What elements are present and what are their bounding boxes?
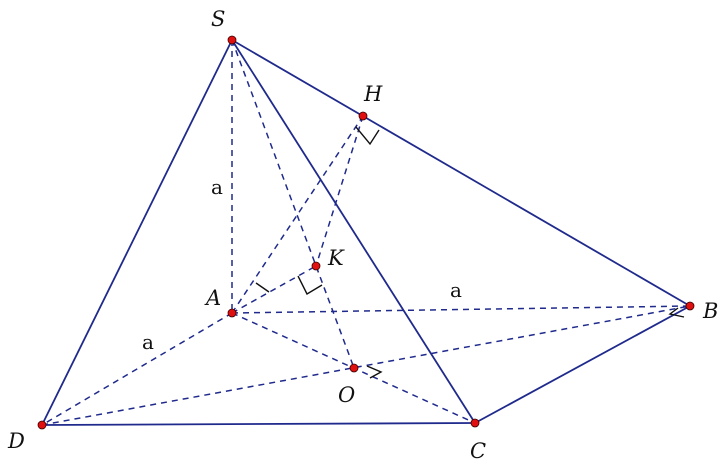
label-K: K: [327, 246, 345, 270]
label-D: D: [7, 429, 25, 453]
point-O: [349, 363, 359, 373]
edge-AD: [41, 312, 233, 426]
point-A: [227, 308, 237, 318]
length-AD: a: [142, 330, 154, 354]
length-SA: a: [211, 175, 223, 199]
label-S: S: [211, 7, 225, 31]
edge-SB: [231, 39, 691, 307]
edge-AK: [231, 265, 317, 314]
label-H: H: [363, 82, 383, 106]
edge-CB: [474, 305, 691, 424]
point-D: [37, 420, 47, 430]
right-angle-K: [297, 275, 323, 295]
right-angle-B: [668, 307, 685, 318]
visible-edges: [41, 39, 691, 426]
label-A: A: [204, 286, 221, 310]
edge-AB: [231, 305, 691, 314]
edge-HK: [315, 115, 364, 267]
point-H: [358, 111, 368, 121]
right-angle-AH-mark: [255, 282, 270, 293]
point-C: [470, 418, 480, 428]
edge-DB: [41, 305, 691, 426]
right-angle-marks: [255, 126, 685, 379]
right-angle-O: [366, 365, 383, 379]
points: [37, 35, 695, 430]
length-labels: a a a: [142, 175, 462, 354]
point-B: [685, 301, 695, 311]
label-C: C: [470, 439, 486, 463]
edge-SD: [41, 39, 233, 426]
edge-DC: [41, 422, 476, 426]
length-AB: a: [450, 278, 462, 302]
point-S: [227, 35, 237, 45]
label-O: O: [338, 383, 355, 407]
edge-SO: [231, 39, 355, 369]
edge-SC: [231, 39, 476, 424]
vertex-labels: S H K A B O C D: [7, 7, 718, 463]
label-B: B: [702, 299, 718, 323]
point-K: [311, 261, 321, 271]
right-angle-H: [355, 126, 380, 146]
